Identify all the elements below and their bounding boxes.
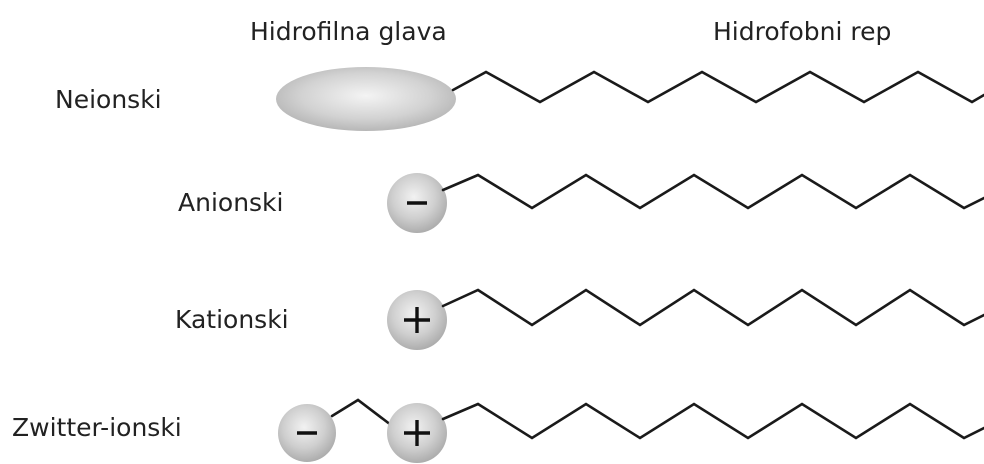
hydrophobic-tail-header: Hidrofobni rep <box>713 17 891 46</box>
row-cationic: Kationski <box>175 288 984 350</box>
row-label-zwitterionic: Zwitter-ionski <box>12 413 182 442</box>
row-zwitterionic: Zwitter-ionski <box>12 398 984 463</box>
row-nonionic: Neionski <box>55 67 984 131</box>
nonionic-head-ellipse <box>276 67 456 131</box>
hydrophilic-head-header: Hidrofilna glava <box>250 17 447 46</box>
hydrophobic-tail-anionic <box>441 173 984 210</box>
row-label-cationic: Kationski <box>175 305 289 334</box>
row-label-anionic: Anionski <box>178 188 283 217</box>
row-label-nonionic: Neionski <box>55 85 162 114</box>
zwitter-linker-chain <box>330 398 393 427</box>
hydrophobic-tail-nonionic <box>451 70 984 104</box>
hydrophobic-tail-zwitterionic <box>441 402 984 440</box>
hydrophobic-tail-cationic <box>441 288 984 327</box>
row-anionic: Anionski <box>178 173 984 233</box>
